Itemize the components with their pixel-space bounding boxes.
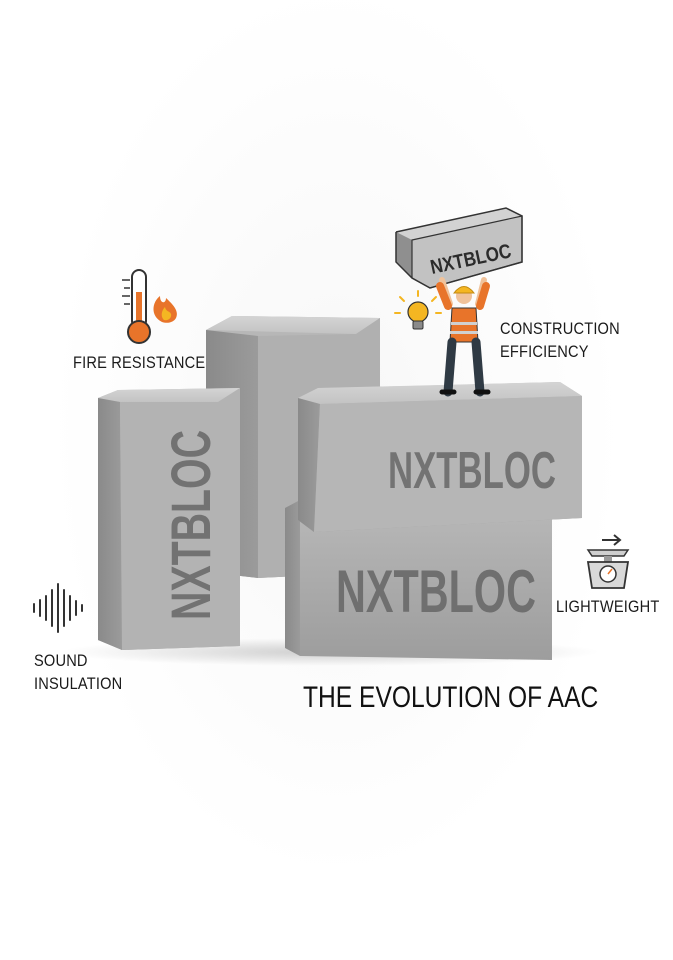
feature-fire-resistance: FIRE RESISTANCE [73, 353, 206, 372]
feature-lightweight: LIGHTWEIGHT [556, 597, 660, 616]
middle-right-block: NXTBLOC [298, 382, 582, 532]
feature-construction-line2: EFFICIENCY [500, 342, 589, 361]
feature-sound-line2: INSULATION [34, 674, 123, 693]
scale-icon [586, 534, 630, 589]
lightbulb-icon [394, 290, 442, 330]
worker-figure: NXTBLOC [395, 207, 523, 397]
soundwave-icon [33, 583, 83, 633]
block-engraving-bottom: NXTBLOC [336, 558, 536, 625]
flame-icon [153, 296, 177, 323]
block-engraving-middle: NXTBLOC [388, 442, 556, 500]
thermometer-icon [122, 269, 151, 344]
feature-construction-line1: CONSTRUCTION [500, 319, 620, 338]
bottom-right-block: NXTBLOC [285, 500, 552, 660]
feature-sound-line1: SOUND [34, 651, 88, 670]
block-engraving-vertical: NXTBLOC [159, 430, 222, 620]
left-tall-block: NXTBLOC [98, 388, 240, 650]
page-title: THE EVOLUTION OF AAC [303, 681, 599, 714]
